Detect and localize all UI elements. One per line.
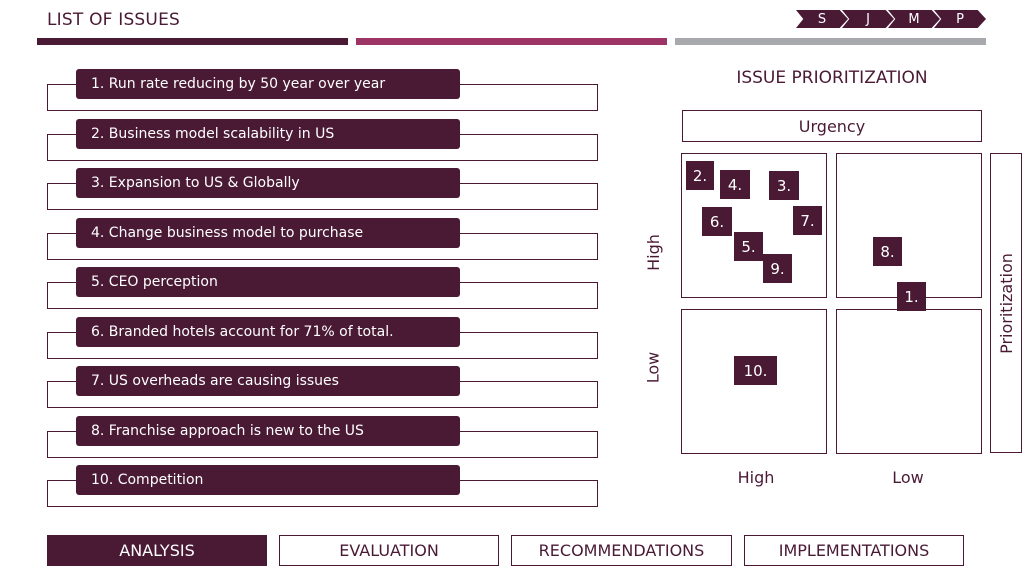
prioritization-label: Prioritization	[996, 252, 1016, 354]
issue-marker[interactable]: 6.	[702, 207, 732, 236]
step-p[interactable]: P	[934, 10, 986, 28]
issue-item[interactable]: 6. Branded hotels account for 71% of tot…	[76, 317, 460, 347]
issue-marker[interactable]: 9.	[763, 254, 792, 283]
urgency-label: Urgency	[682, 110, 982, 142]
tab-recommendations[interactable]: RECOMMENDATIONS	[511, 535, 732, 566]
quadrant-low-low	[836, 309, 982, 454]
page-title: LIST OF ISSUES	[47, 10, 180, 30]
row-label-low: Low	[643, 351, 663, 383]
step-m[interactable]: M	[888, 10, 940, 28]
step-s[interactable]: S	[796, 10, 848, 28]
col-label-high: High	[737, 468, 775, 487]
issue-marker[interactable]: 10.	[734, 356, 777, 385]
issue-item[interactable]: 5. CEO perception	[76, 267, 460, 297]
col-label-low: Low	[892, 468, 924, 487]
issue-item[interactable]: 8. Franchise approach is new to the US	[76, 416, 460, 446]
header-bar-magenta	[356, 38, 667, 45]
issue-item[interactable]: 4. Change business model to purchase	[76, 218, 460, 248]
tab-implementations[interactable]: IMPLEMENTATIONS	[744, 535, 964, 566]
issue-item[interactable]: 1. Run rate reducing by 50 year over yea…	[76, 69, 460, 99]
header-bar-grey	[675, 38, 986, 45]
tab-evaluation[interactable]: EVALUATION	[279, 535, 499, 566]
issue-marker[interactable]: 2.	[686, 161, 714, 190]
issue-item[interactable]: 2. Business model scalability in US	[76, 119, 460, 149]
issue-marker[interactable]: 3.	[769, 171, 799, 200]
step-j[interactable]: J	[842, 10, 894, 28]
issue-marker[interactable]: 4.	[720, 170, 750, 199]
tab-analysis[interactable]: ANALYSIS	[47, 535, 267, 566]
issue-marker[interactable]: 5.	[734, 232, 763, 261]
issue-marker[interactable]: 1.	[897, 282, 926, 311]
header-bar-dark	[37, 38, 348, 45]
issue-item[interactable]: 10. Competition	[76, 465, 460, 495]
quadrant-high-low	[836, 153, 982, 298]
prioritization-axis: Prioritization	[990, 153, 1022, 453]
prioritization-axis-box	[990, 153, 1022, 453]
prioritization-title: ISSUE PRIORITIZATION	[736, 68, 928, 88]
row-label-high: High	[643, 233, 663, 271]
issue-marker[interactable]: 8.	[873, 237, 902, 266]
issue-item[interactable]: 3. Expansion to US & Globally	[76, 168, 460, 198]
issue-marker[interactable]: 7.	[793, 206, 822, 235]
issue-item[interactable]: 7. US overheads are causing issues	[76, 366, 460, 396]
